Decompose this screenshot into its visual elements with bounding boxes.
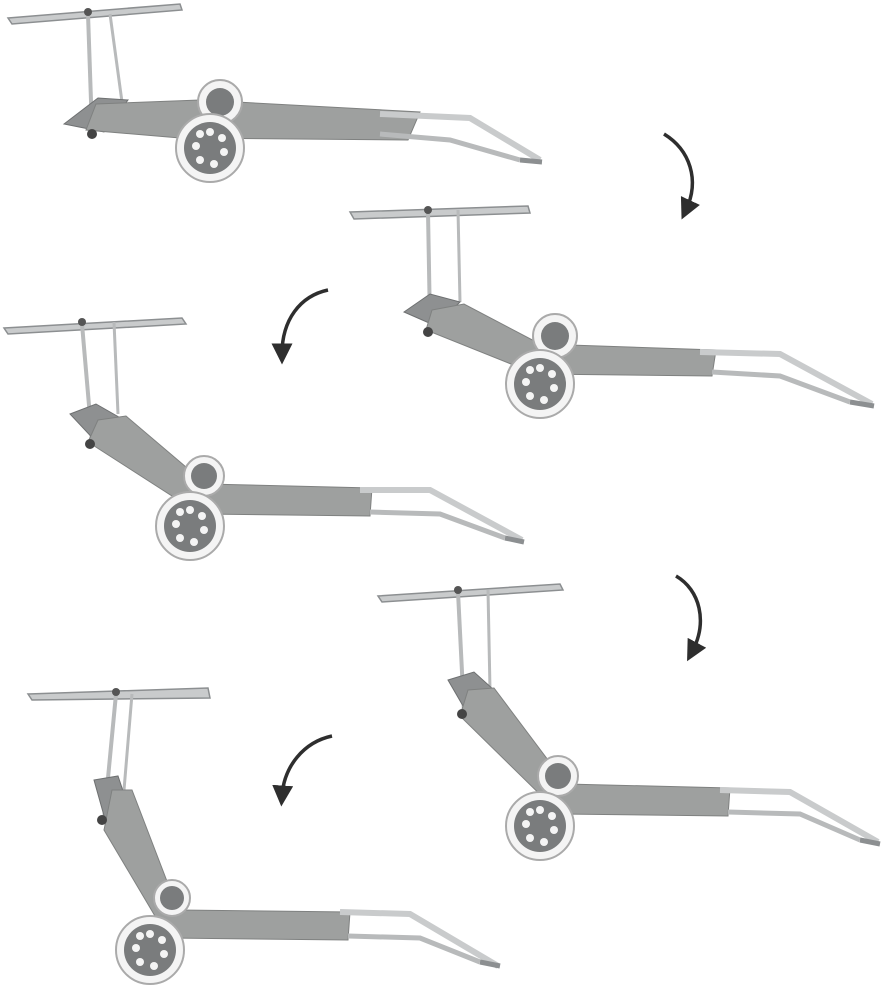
wheel-holes <box>522 806 558 846</box>
canopy-knob <box>84 8 92 16</box>
canopy-knob <box>78 318 86 326</box>
lounger-step-2 <box>348 205 875 419</box>
canopy <box>348 205 531 220</box>
seat-fabric <box>459 687 731 817</box>
canopy-pole <box>112 321 120 415</box>
curved-arrow-2 <box>271 288 329 365</box>
seat-fabric <box>87 415 373 517</box>
lounger-step-1 <box>6 3 543 183</box>
adjust-knob <box>97 815 107 825</box>
leg-frame-end <box>859 837 881 847</box>
leg-frame <box>727 809 861 843</box>
canopy-pole <box>486 589 492 691</box>
curved-arrow-1 <box>663 132 700 220</box>
wheel-back-hub <box>160 886 184 910</box>
canopy-knob <box>454 586 462 594</box>
canopy-knob <box>424 206 432 214</box>
curved-arrow-3 <box>675 574 707 662</box>
canopy-knob <box>112 688 120 696</box>
seat-fabric <box>85 99 421 141</box>
adjust-knob <box>423 327 433 337</box>
leg-frame <box>719 787 880 845</box>
wheel-holes <box>522 364 558 404</box>
canopy-pole <box>456 209 462 303</box>
seat-fabric <box>425 303 717 377</box>
leg-frame-end <box>479 959 501 969</box>
leg-frame-end <box>519 157 543 165</box>
leg-frame <box>360 487 524 543</box>
leg-frame <box>369 509 506 541</box>
leg-frame <box>711 369 851 405</box>
wheel-back-hub <box>545 763 571 789</box>
canopy-pole <box>108 13 124 103</box>
canopy-pole <box>122 693 134 791</box>
adjust-knob <box>457 709 467 719</box>
wheel-back-hub <box>191 463 217 489</box>
canopy <box>2 317 188 335</box>
leg-frame <box>699 349 874 407</box>
adjust-knob <box>85 439 95 449</box>
wheel-holes <box>192 128 228 168</box>
leg-frame-end <box>849 399 875 409</box>
leg-frame <box>379 111 542 163</box>
leg-frame <box>379 131 521 163</box>
lounger-step-4 <box>376 583 881 861</box>
adjust-knob <box>87 129 97 139</box>
leg-frame <box>347 933 481 965</box>
wheel-back-hub <box>206 88 234 116</box>
canopy <box>376 583 565 603</box>
wheel-holes <box>172 506 208 546</box>
curved-arrow-4 <box>272 734 333 807</box>
lounger-step-3 <box>2 317 525 561</box>
lounger-step-5 <box>26 687 501 985</box>
leg-frame <box>339 909 500 969</box>
canopy <box>6 3 184 25</box>
leg-frame-end <box>504 535 525 545</box>
wheel-holes <box>132 930 168 970</box>
wheel-back-hub <box>541 322 569 350</box>
